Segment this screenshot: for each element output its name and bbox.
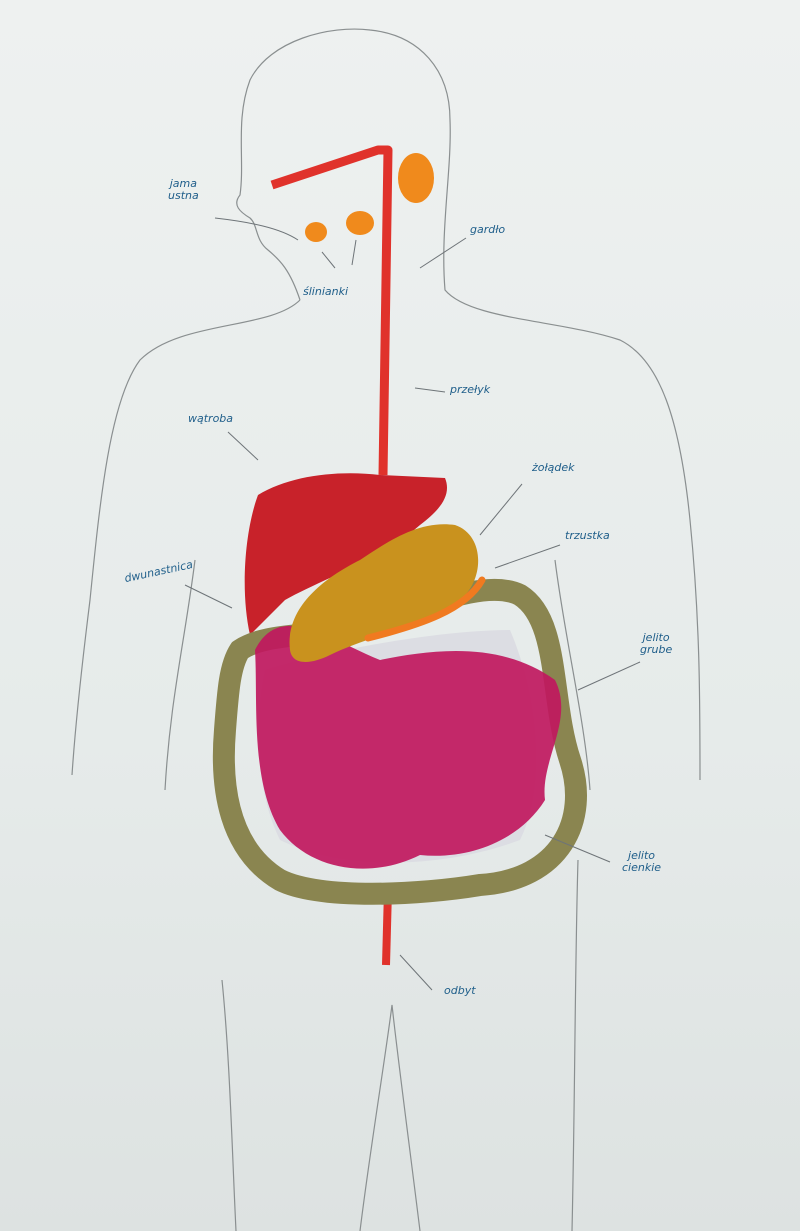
salivary-gland [346, 211, 374, 235]
label-throat: gardło [470, 223, 506, 236]
label-liver: wątroba [188, 412, 234, 425]
pancreas [364, 576, 486, 642]
label-large-intestine: jelito grube [640, 631, 673, 656]
label-small-intestine: jelito cienkie [622, 849, 662, 874]
salivary-gland-large [398, 153, 434, 203]
stomach [289, 524, 479, 662]
small-intestine [255, 625, 562, 869]
label-anus: odbyt [444, 984, 476, 997]
label-pancreas: trzustka [565, 529, 610, 542]
esophagus-straw [270, 145, 393, 476]
body-outline [71, 28, 701, 1231]
label-stomach: żołądek [532, 461, 575, 474]
label-esophagus: przełyk [450, 383, 491, 396]
salivary-gland [305, 222, 327, 242]
pointer-lines [184, 217, 641, 991]
liver [244, 473, 448, 635]
label-salivary-glands: ślinianki [303, 285, 349, 298]
label-mouth: jama ustna [168, 177, 199, 202]
